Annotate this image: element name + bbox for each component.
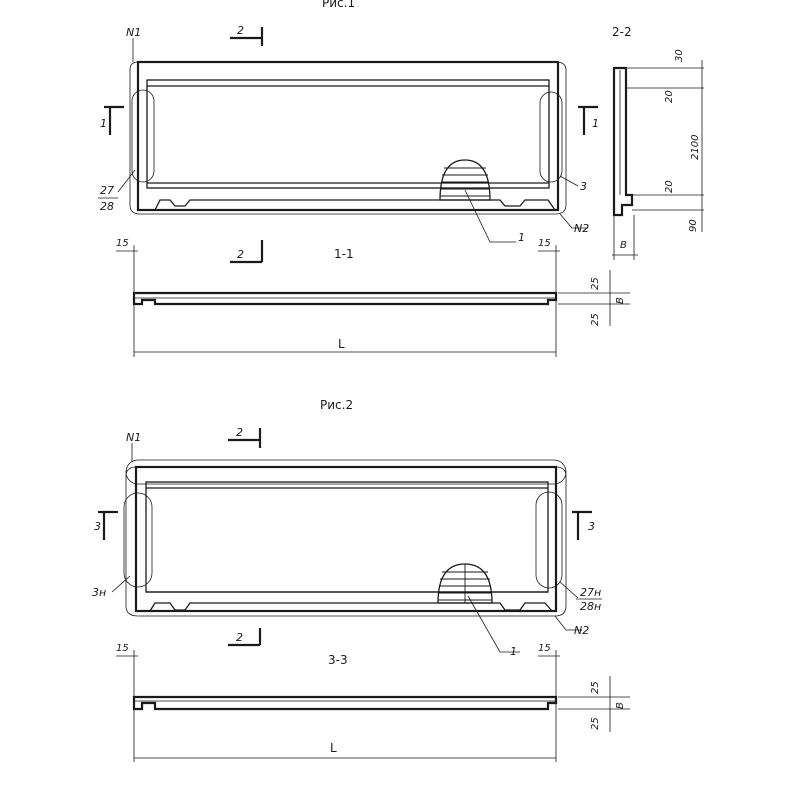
label-n1: N1 [126, 26, 141, 39]
callout-27: 27 [100, 184, 114, 197]
right-detail-oval [539, 91, 563, 183]
leader-3h [111, 575, 131, 593]
section-mark-1-left: 1 [100, 117, 107, 130]
dim-20-top: 20 [664, 90, 675, 103]
section-2-2-profile [612, 66, 634, 217]
leader-1-2 [467, 595, 520, 653]
dim-b: B [615, 297, 626, 304]
section-2-2: 2-2 30 20 2100 20 90 B [612, 25, 704, 260]
dim-b-22: B [620, 240, 627, 251]
panel-corner-outline-2 [125, 466, 567, 617]
label-n2: N2 [574, 222, 589, 235]
label-n1-2: N1 [126, 431, 141, 444]
callout-3h: 3н [92, 586, 106, 599]
figure-2-panel-plan [111, 443, 582, 653]
dim-25-top: 25 [590, 277, 601, 290]
figure-1-panel-plan [117, 38, 588, 243]
dim-b-2: B [615, 702, 626, 709]
section-2-2-title: 2-2 [612, 25, 632, 39]
section-3-3-title: 3-3 [328, 653, 348, 667]
section-mark-3-right: 3 [588, 520, 595, 533]
right-detail-oval-2 [535, 491, 563, 589]
section-mark-3-left: 3 [94, 520, 101, 533]
dim-25-bottom-2: 25 [590, 717, 601, 730]
dim-15-left-2: 15 [116, 643, 129, 654]
section-mark-2-bottom: 2 [237, 248, 244, 261]
leader-n2-2 [554, 615, 582, 631]
section-1-1: 1-1 15 15 L 25 B 25 [116, 238, 630, 357]
leader-3 [559, 175, 579, 187]
figure-2: Рис.2 N1 [92, 398, 630, 762]
section-3-3-slab [132, 695, 558, 711]
dim-15-right: 15 [538, 238, 551, 249]
panel-outer-frame-2 [134, 465, 558, 613]
dim-L: L [338, 337, 345, 351]
section-mark-2-top: 2 [237, 24, 244, 37]
dim-30: 30 [674, 49, 685, 62]
dim-L-2: L [330, 741, 337, 755]
panel-bottom-steps [154, 199, 556, 211]
left-detail-oval-2 [123, 492, 153, 588]
section-mark-2-top-2: 2 [236, 426, 243, 439]
dim-2100: 2100 [690, 135, 701, 160]
callout-1-2: 1 [510, 645, 517, 658]
cutaway-section [439, 159, 491, 201]
section-3-3: 3-3 15 15 L 25 B 25 [116, 643, 630, 762]
leader-27h [559, 581, 579, 599]
cutaway-hatching-2 [438, 564, 492, 603]
section-mark-2-bottom-2: 2 [236, 631, 243, 644]
dim-25-top-2: 25 [590, 681, 601, 694]
section-1-1-slab [132, 291, 558, 306]
left-detail-oval [131, 89, 155, 183]
label-n2-2: N2 [574, 624, 589, 637]
cutaway-hatching [440, 167, 490, 197]
panel-inner-frame-2 [145, 481, 549, 593]
callout-27h: 27н [580, 586, 601, 599]
leader-27-28 [117, 169, 136, 193]
dim-20-bottom: 20 [664, 180, 675, 193]
panel-outer-frame [136, 60, 560, 212]
section-mark-1-right: 1 [592, 117, 599, 130]
figure-2-caption: Рис.2 [320, 398, 353, 412]
panel-top-rounded-2 [125, 459, 567, 485]
callout-28h: 28н [580, 600, 601, 613]
dim-25-bottom: 25 [590, 313, 601, 326]
dim-90: 90 [688, 219, 699, 232]
dim-15-right-2: 15 [538, 643, 551, 654]
figure-1: Рис.1 [98, 0, 630, 357]
callout-1: 1 [518, 231, 525, 244]
panel-bottom-steps-2 [149, 602, 553, 612]
dim-15-left: 15 [116, 238, 129, 249]
callout-3: 3 [580, 180, 587, 193]
leader-1 [464, 189, 516, 243]
callout-28: 28 [100, 200, 114, 213]
panel-corner-outline [129, 61, 567, 215]
figure-1-caption: Рис.1 [322, 0, 355, 10]
section-1-1-title: 1-1 [334, 247, 354, 261]
leader-n2 [559, 213, 588, 229]
panel-inner-frame [146, 79, 550, 189]
